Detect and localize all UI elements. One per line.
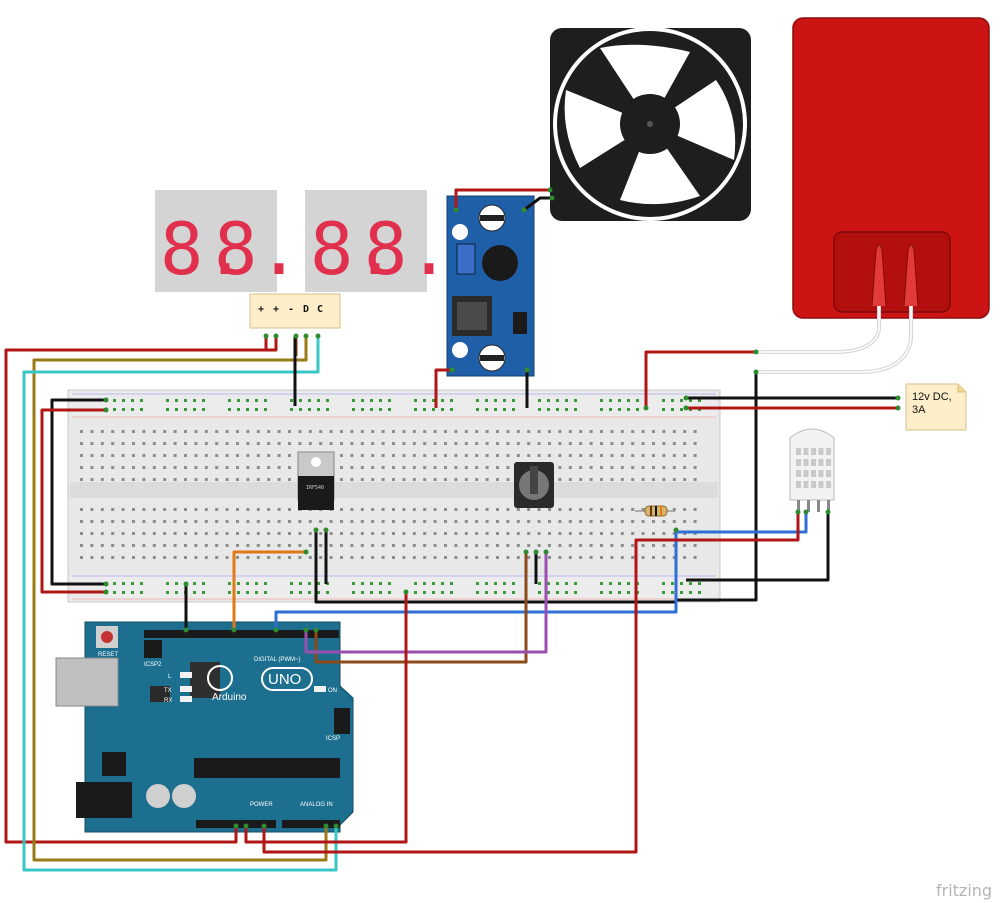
digit-3: 8. [310, 207, 397, 291]
header-pin-minus: - [288, 304, 294, 315]
wire-red-buck-fan [454, 188, 550, 210]
wire-blue-dht-data [274, 512, 808, 630]
wire-red-display-plus [4, 336, 278, 844]
digit-4: 8. [364, 207, 451, 291]
wire-black-dht-gnd [686, 512, 830, 582]
wire-gold-display-d [32, 336, 328, 862]
cooling-fan [550, 27, 751, 221]
wire-black-heater [676, 372, 758, 602]
mosfet: IRF540 [297, 451, 335, 510]
wire-red-dht-vcc [262, 512, 800, 854]
reset-label: RESET [98, 652, 118, 658]
rx-label: RX [164, 698, 172, 704]
wire-red-buck-in [434, 368, 452, 408]
led-l-label: L [168, 674, 172, 680]
breadboard-holes [80, 399, 701, 594]
power-label: POWER [250, 802, 273, 808]
wire-purple-pot [304, 552, 548, 654]
arduino-uno: RESET ICSP2 DIGITAL (PWM~) L TX RX ON Ar… [55, 621, 354, 833]
wire-black-buck-fan [523, 196, 552, 212]
icsp-label: ICSP [326, 736, 340, 742]
wire-black-rail-left [50, 398, 106, 586]
header-pin-plus-2: + [273, 304, 279, 315]
mosfet-label: IRF540 [306, 485, 324, 491]
power-supply-note: 12v DC, 3A [905, 383, 967, 431]
power-note-line1: 12v DC, [912, 391, 952, 403]
wire-black-mosfet-source [314, 530, 676, 604]
wire-red-arduino-5v [244, 592, 408, 844]
fritzing-brand: fritzing [936, 881, 992, 900]
arduino-model: UNO [268, 671, 301, 688]
wire-red-heater [644, 350, 756, 408]
wire-orange-mosfet-gate [232, 550, 306, 630]
on-label: ON [328, 688, 337, 694]
header-pin-d: D [303, 304, 309, 315]
alphanumeric-display-right: 8. 8. [305, 190, 451, 292]
tx-label: TX [164, 688, 172, 694]
dht-sensor [789, 428, 835, 512]
buck-converter [446, 195, 535, 377]
wire-brown-pot [314, 552, 528, 664]
digit-2: 8. [214, 207, 301, 291]
potentiometer [514, 462, 554, 508]
icsp2-label: ICSP2 [144, 662, 162, 668]
alphanumeric-display-left: 8. 8. [155, 190, 301, 292]
heater-pad [792, 17, 990, 319]
digit-1: 8. [160, 207, 247, 291]
arduino-logo: Arduino [212, 692, 247, 703]
header-pin-c: C [317, 304, 323, 315]
display-header: + + - D C [249, 293, 341, 329]
resistor [635, 505, 675, 517]
digital-label: DIGITAL (PWM~) [254, 657, 301, 663]
wire-cyan-display-c [22, 336, 338, 872]
header-pin-plus-1: + [258, 304, 264, 315]
wire-red-rail-left [40, 408, 106, 594]
breadboard [67, 389, 721, 603]
power-note-line2: 3A [912, 404, 926, 416]
analog-label: ANALOG IN [300, 802, 333, 808]
